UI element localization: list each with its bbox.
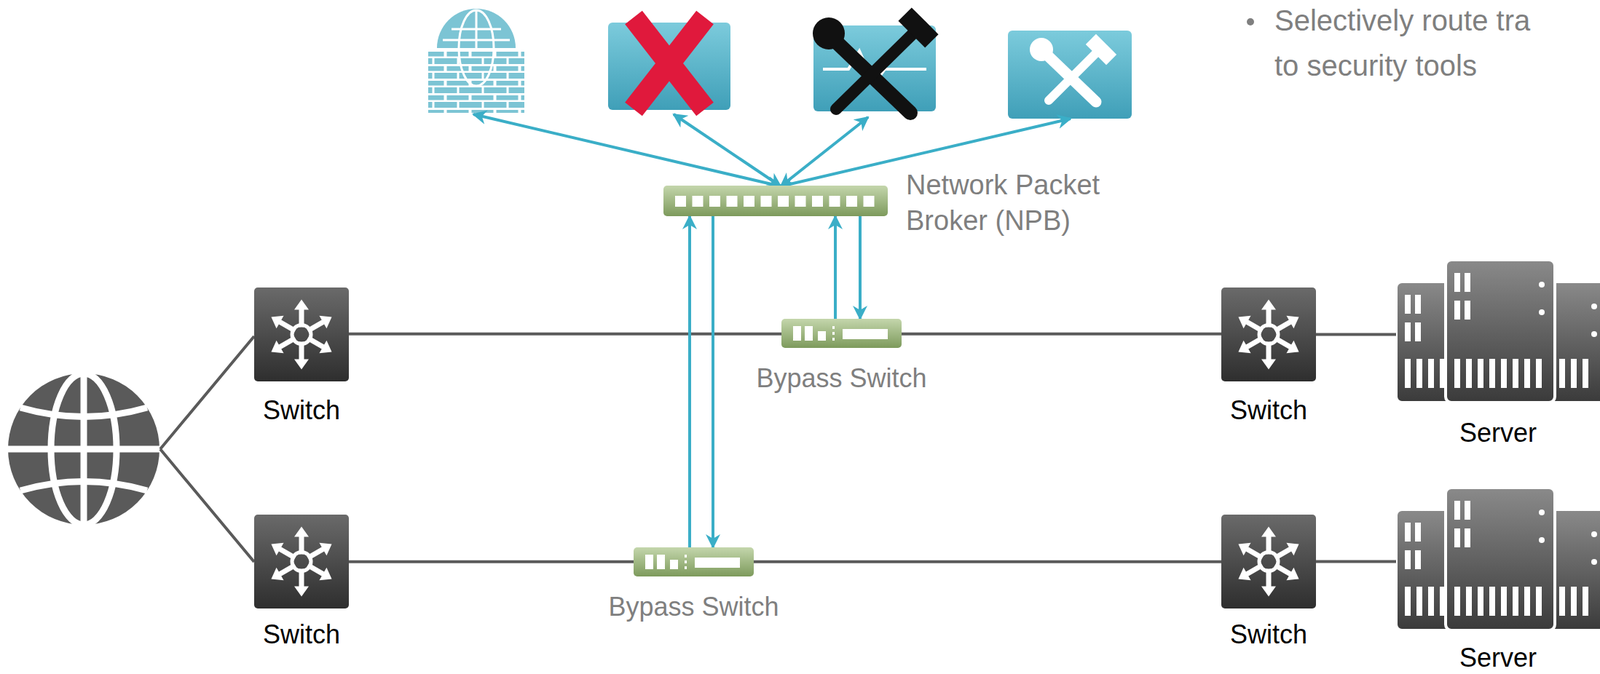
node-label: Server <box>1459 415 1537 451</box>
network-link <box>1315 560 1397 564</box>
node-label: Bypass Switch <box>608 589 779 625</box>
failed-tool-icon <box>608 17 731 110</box>
server-node: Server <box>1396 487 1600 631</box>
node-label: Switch <box>262 393 341 428</box>
tap-arrow <box>833 216 837 319</box>
switch-node: Switch <box>1221 287 1316 382</box>
network-link <box>348 332 782 336</box>
server-icon <box>1396 487 1600 631</box>
node-label: Server <box>1459 640 1537 674</box>
maintenance-tool-icon <box>812 7 939 113</box>
network-link <box>753 560 1222 564</box>
bypass-node: Bypass Switch <box>633 547 754 577</box>
note-text: Selectively route tra <box>1274 2 1531 38</box>
bullet <box>1246 18 1255 26</box>
switch-icon <box>1221 514 1316 609</box>
switch-node: Switch <box>254 287 349 382</box>
network-link <box>901 332 1222 336</box>
server-icon <box>1396 259 1600 403</box>
switch-icon <box>254 514 349 609</box>
switch-node: Switch <box>1221 514 1316 609</box>
tap-arrow <box>711 216 715 548</box>
server-node: Server <box>1396 259 1600 403</box>
firewall-icon <box>428 8 525 113</box>
node-label: Switch <box>1230 617 1308 652</box>
node-label: Switch <box>262 617 341 652</box>
bypass-node: Bypass Switch <box>781 318 902 349</box>
bypass-icon <box>633 547 754 577</box>
node-label: Bypass Switch <box>755 361 927 396</box>
tap-arrow <box>858 216 862 319</box>
npb-node: Network Packet Broker (NPB) <box>663 185 888 217</box>
bypass-icon <box>781 318 902 349</box>
tap-arrow <box>688 216 692 548</box>
internet-globe <box>8 336 255 563</box>
npb-icon <box>663 185 888 217</box>
node-label: Switch <box>1230 393 1308 428</box>
network-link <box>348 560 634 564</box>
switch-node: Switch <box>254 514 349 609</box>
node-label: Network Packet Broker (NPB) <box>905 167 1125 239</box>
security-tool-icon <box>1007 30 1132 119</box>
switch-icon <box>254 287 349 382</box>
note-text: to security tools <box>1274 48 1477 84</box>
network-link <box>1315 333 1397 337</box>
switch-icon <box>1221 287 1316 382</box>
